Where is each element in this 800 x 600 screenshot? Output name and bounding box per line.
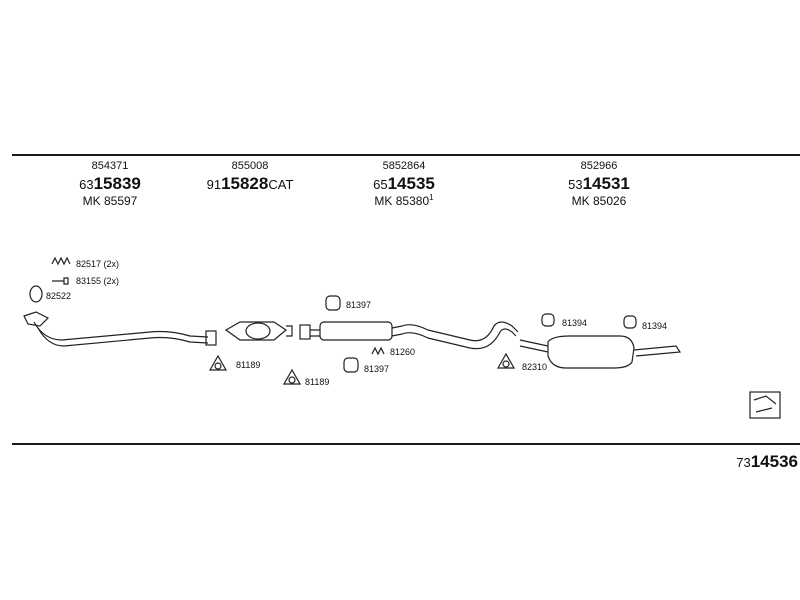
- rubber-mount-icon: [541, 313, 555, 327]
- part-ref: 852966: [580, 160, 618, 172]
- ring-icon: [29, 285, 43, 303]
- mounting-kit: MK 85026: [571, 194, 627, 208]
- part-column-front-pipe: 854371 6315839 MK 85597: [40, 160, 180, 208]
- rubber-mount-icon: [325, 295, 341, 311]
- middle-silencer: [299, 321, 519, 350]
- label-82522: 82522: [46, 291, 72, 301]
- label-81394-b: 81394: [642, 321, 668, 331]
- clamp-icon: [371, 346, 385, 356]
- part-ref: 5852864: [382, 160, 426, 172]
- front-pipe: [23, 311, 217, 347]
- mounting-kit: MK 85597: [82, 194, 138, 208]
- gasket-icon: [282, 368, 302, 385]
- label-82310: 82310: [522, 362, 548, 372]
- spring-icon: [51, 256, 71, 266]
- bolt-icon: [52, 277, 69, 285]
- label-81189-b: 81189: [305, 377, 330, 387]
- label-81189-a: 81189: [236, 360, 261, 370]
- rear-silencer: [519, 335, 682, 369]
- part-number: 9115828CAT: [206, 174, 294, 193]
- rubber-mount-icon: [623, 315, 637, 329]
- part-number: 5314531: [568, 174, 630, 193]
- part-ref: 854371: [91, 160, 129, 172]
- gasket-icon: [208, 354, 228, 371]
- label-82517: 82517 (2x): [76, 259, 120, 269]
- part-column-catalyst: 855008 9115828CAT: [180, 161, 320, 194]
- catalyst: [224, 321, 293, 341]
- part-column-middle-silencer: 5852864 6514535 MK 853801: [334, 160, 474, 208]
- label-83155: 83155 (2x): [76, 276, 120, 286]
- top-divider: [12, 154, 800, 156]
- label-81394-a: 81394: [562, 318, 588, 328]
- mounting-kit: MK 853801: [374, 193, 434, 208]
- label-81397-b: 81397: [364, 364, 390, 374]
- part-number: 6315839: [79, 174, 141, 193]
- rubber-mount-icon: [343, 357, 359, 373]
- part-ref: 855008: [231, 160, 269, 172]
- gasket-icon: [496, 352, 516, 369]
- part-number: 6514535: [373, 174, 435, 193]
- bottom-divider: [12, 443, 800, 445]
- kit-box-icon: [749, 391, 781, 419]
- label-81397-a: 81397: [346, 300, 372, 310]
- part-column-rear-silencer: 852966 5314531 MK 85026: [529, 160, 669, 208]
- kit-number: 7314536: [736, 452, 798, 471]
- label-81260: 81260: [390, 347, 416, 357]
